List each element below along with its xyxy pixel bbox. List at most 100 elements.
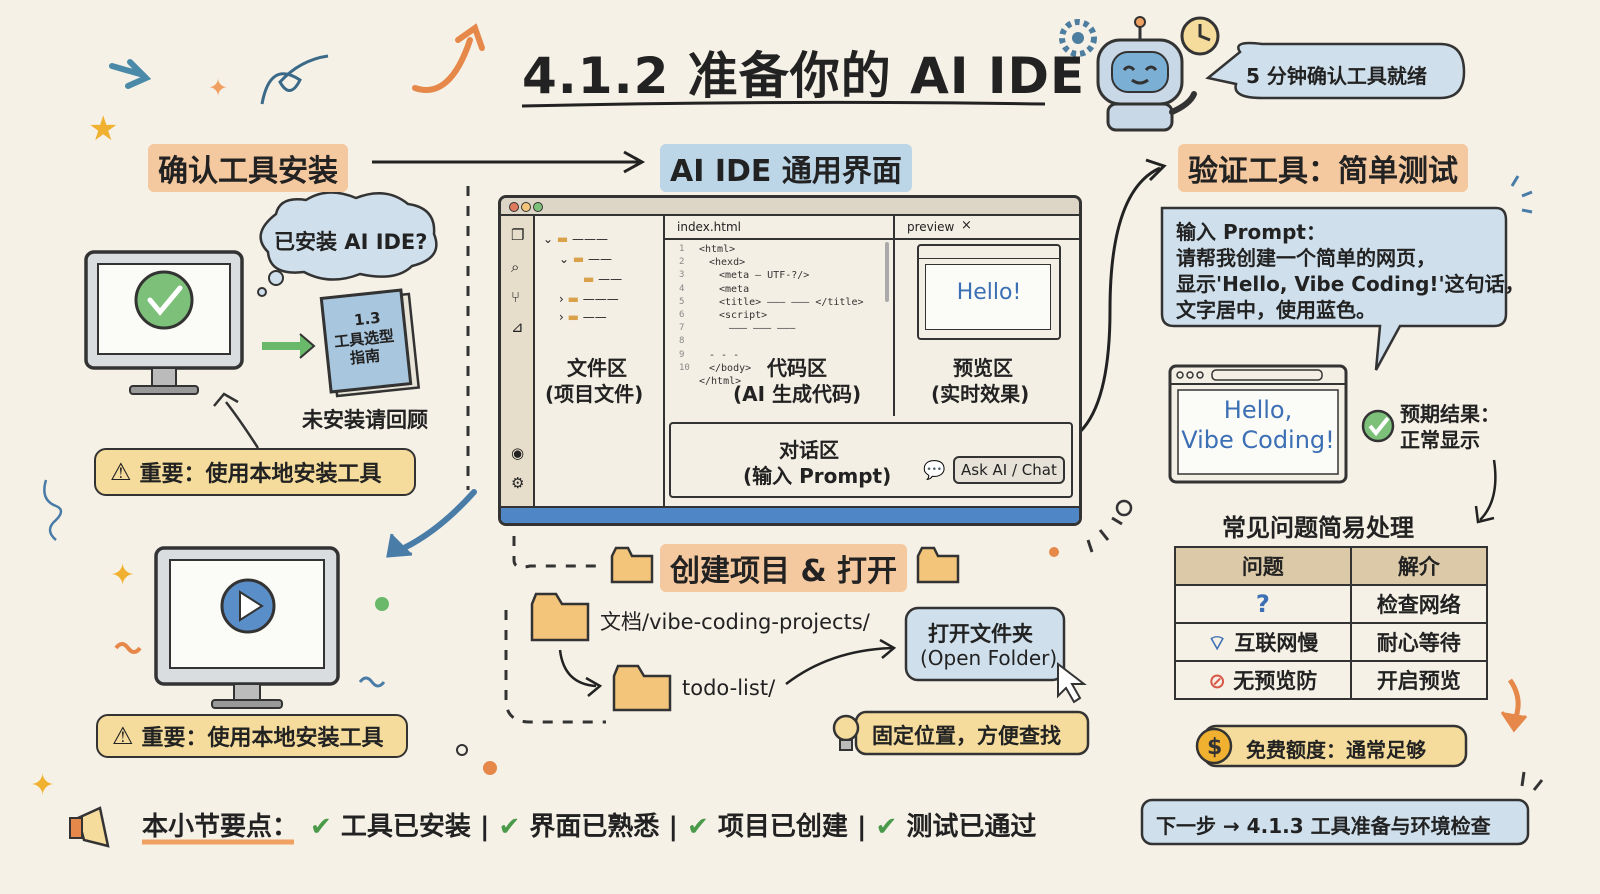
tree-folder-4[interactable]: › ▬ ——— [559,292,619,306]
folder-icon-4 [612,664,672,712]
open-folder-en: (Open Folder) [920,646,1058,670]
table-row: ⌔ 互联网慢 耐心等待 [1174,622,1489,662]
faq-problem-cell: ⌔ 互联网慢 [1174,622,1352,662]
account-icon[interactable]: ◉ [511,444,525,462]
preview-content [925,264,1051,330]
tree-folder-2[interactable]: ⌄ ▬ —— [559,252,613,266]
code-line: <meta – UTF-?/> [719,270,810,282]
dot-green [375,597,389,611]
search-icon[interactable]: ⌕ [511,258,520,276]
prompt-box [1160,206,1508,371]
faq-header-row: 问题 解介 [1174,546,1489,586]
monitor-play-icon [154,546,340,709]
prompt-line-1: 输入 Prompt： [1176,220,1326,244]
book-title-3: 指南 [349,346,381,368]
result-hello: Hello, [1223,396,1293,424]
dashed-create-left [504,610,606,724]
expected-value: 正常显示 [1400,428,1480,452]
star-icon-1: ★ [88,109,118,149]
table-row: ⊘ 无预览防 开启预览 [1174,660,1489,700]
label-files-sub: (项目文件) [545,382,644,406]
lightbulb-icon [832,714,860,751]
code-line: ——— ——— ——— [729,323,796,335]
clock-icon [1180,16,1220,56]
path-projects: 文档/vibe-coding-projects/ [600,610,870,634]
tab-index-html[interactable]: index.html [677,220,741,234]
window-dot-green[interactable] [533,202,543,212]
line-number: 1 [679,244,685,254]
code-line: - - - [709,349,740,361]
label-code-sub: (AI 生成代码) [733,382,862,406]
line-number: 10 [679,362,690,373]
status-bar [501,506,1079,523]
key-points: ✔ 工具已安装 | ✔ 界面已熟悉 | ✔ 项目已创建 | ✔ 测试已通过 [310,806,1036,843]
tree-folder-1[interactable]: ⌄ ▬ ——— [543,232,609,246]
squiggle-orange [114,642,142,654]
point-1: 工具已安装 [340,812,471,842]
point-3: 项目已创建 [717,812,848,842]
code-line: <script> [719,310,768,321]
thought-text: 已安装 AI IDE? [274,230,428,254]
open-folder-box [904,606,1066,682]
title-underline [521,100,1046,108]
svg-text:$: $ [1207,735,1222,760]
code-line: <meta [719,283,750,295]
squiggle-left [43,479,63,541]
sparkle-icon-1: ✦ [208,74,228,102]
blue-arrow-downleft [401,489,477,551]
warning-icon: ⚠ [110,458,132,486]
monitor-check-icon [84,250,244,395]
code-line: <title> ——— ——— </title> [719,296,864,308]
label-files: 文件区 [567,356,627,380]
settings-gear-icon[interactable]: ⚙ [511,474,525,492]
wifi-icon: ⌔ [1207,631,1228,655]
editor-scrollbar[interactable] [885,242,889,302]
ide-titlebar [501,198,1079,216]
free-quota-text: 免费额度：通常足够 [1246,738,1426,762]
window-dot-red[interactable] [509,202,519,212]
curved-arrow-up [225,401,260,449]
not-installed-text: 未安装请回顾 [302,408,428,432]
extensions-icon[interactable]: ⊿ [511,318,524,336]
separator: | [479,812,499,842]
line-number: 3 [679,270,685,281]
check-icon-expected [1361,409,1395,443]
title-swoosh-arrow [412,37,473,93]
folder-icon-1 [610,546,654,584]
warning-text-2: 重要：使用本地安装工具 [141,726,384,751]
next-step-link[interactable]: 下一步 → 4.1.3 工具准备与环境检查 [1156,814,1491,838]
window-dot-yellow[interactable] [521,202,531,212]
faq-solution-cell: 耐心等待 [1349,622,1489,662]
preview-hello-text: Hello! [956,280,1022,305]
branch-icon[interactable]: ⑂ [511,288,521,306]
faq-problem-text: 无预览防 [1233,669,1318,693]
editor-tabbar [665,216,1079,240]
tip-text: 固定位置，方便查找 [872,724,1061,748]
faq-problem-cell: ? [1174,584,1352,624]
no-entry-icon: ⊘ [1208,669,1226,693]
tree-folder-5[interactable]: › ▬ —— [559,310,607,324]
blue-arrow-topleft [109,59,152,89]
check-icon: ✔ [310,812,332,842]
faq-problem-cell: ⊘ 无预览防 [1174,660,1352,700]
next-step-box [1140,798,1530,846]
tab-close-icon[interactable]: × [961,218,972,233]
warning-icon: ⚠ [112,722,134,750]
separator: | [668,812,687,842]
check-icon: ✔ [875,812,898,842]
open-folder-button[interactable]: 打开文件夹 [928,622,1033,646]
point-4: 测试已通过 [906,812,1037,842]
gear-icon [1059,19,1097,57]
ask-ai-button[interactable]: Ask AI / Chat [953,456,1065,484]
folder-icon-3 [530,592,590,642]
curly-arrow [260,54,329,105]
faq-problem-text: 互联网慢 [1234,631,1319,655]
label-preview-sub: (实时效果) [931,382,1030,406]
code-line: </body> [709,362,752,374]
tab-preview[interactable]: preview [907,220,955,234]
squiggle-blue [358,676,386,688]
tree-folder-3[interactable]: ▬ —— [583,272,623,286]
code-line: <html> [699,244,736,255]
files-icon[interactable]: ❐ [511,226,525,244]
